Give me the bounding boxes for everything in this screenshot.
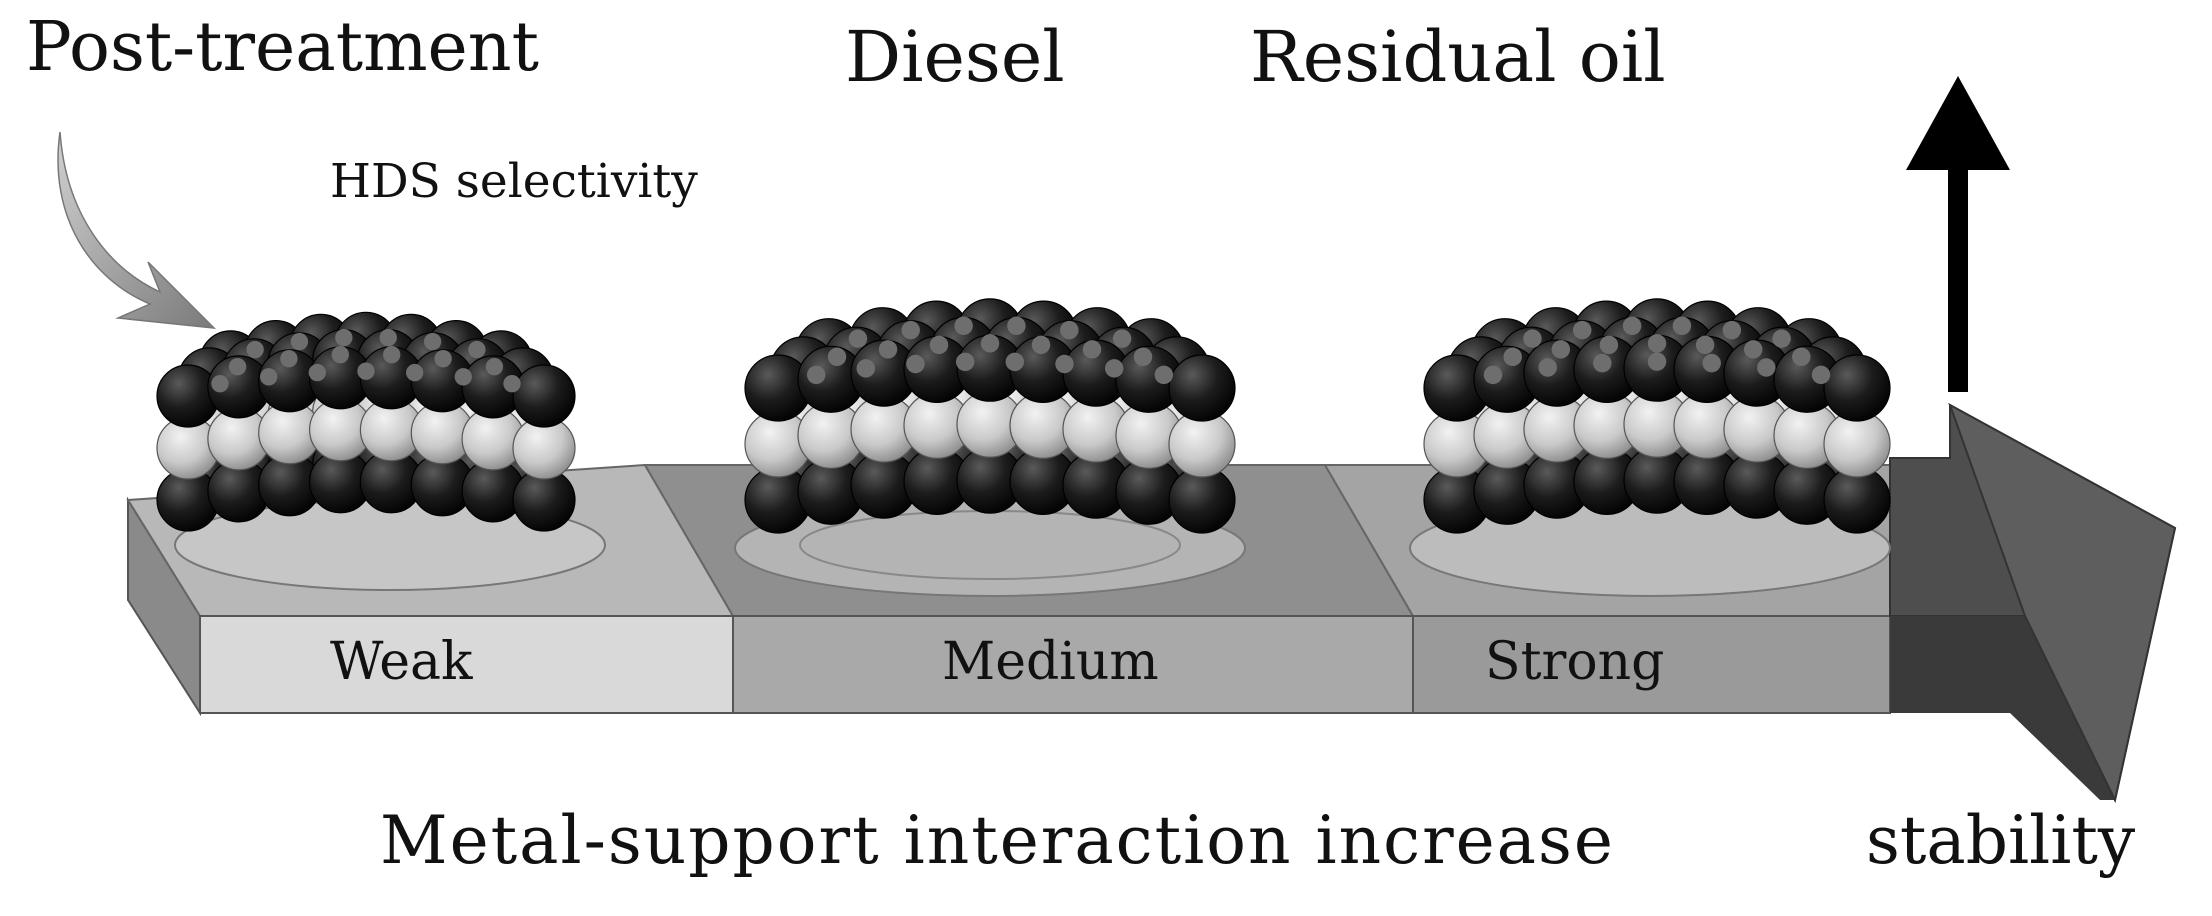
sub-layer-atom — [980, 334, 1000, 353]
sub-layer-atom — [1647, 334, 1667, 353]
sub-layer-atom — [1772, 329, 1791, 348]
sub-layer-atom — [1055, 354, 1074, 374]
sub-layer-atom — [906, 354, 925, 374]
sub-layer-atom — [423, 332, 442, 351]
sub-layer-atom — [468, 340, 486, 359]
strong-label: Strong — [1485, 632, 1665, 692]
sub-layer-atom — [485, 358, 504, 376]
stability-label: stability — [1866, 802, 2136, 879]
sub-layer-atom — [406, 363, 424, 382]
sub-layer-atom — [434, 350, 452, 368]
arrow-head-front — [1890, 616, 2115, 800]
sub-layer-atom — [290, 332, 309, 351]
sub-layer-atom — [1523, 329, 1542, 348]
sub-layer-atom — [1593, 353, 1612, 373]
sub-layer-atom — [1060, 320, 1079, 340]
sub-layer-atom — [1811, 365, 1831, 385]
sub-layer-atom — [1599, 335, 1619, 355]
sub-layer-atom — [1702, 353, 1721, 373]
sub-layer-atom — [1082, 340, 1102, 359]
sub-layer-atom — [1722, 320, 1742, 340]
sub-layer-atom — [901, 320, 920, 340]
sub-layer-atom — [503, 375, 521, 393]
sub-layer-atom — [1007, 316, 1026, 336]
sub-layer-atom — [379, 328, 397, 347]
residual-oil-label: Residual oil — [1250, 16, 1666, 98]
sub-layer-atom — [331, 346, 349, 364]
sub-layer-atom — [1695, 335, 1715, 355]
sub-layer-atom — [1483, 365, 1503, 385]
support-front-strong — [1412, 615, 1891, 714]
sub-layer-atom — [955, 352, 975, 372]
arrow-head-side — [1948, 402, 2177, 804]
sub-layer-atom — [856, 359, 876, 378]
sub-layer-atom — [1647, 352, 1667, 371]
sub-layer-atom — [878, 340, 898, 359]
sub-layer-atom — [1112, 329, 1132, 348]
dark-atom — [512, 364, 576, 428]
sub-layer-atom — [1572, 320, 1592, 340]
support-front-medium — [732, 615, 1414, 714]
sub-layer-atom — [1031, 335, 1051, 355]
sub-layer-atom — [1743, 340, 1763, 359]
sub-layer-atom — [1104, 359, 1124, 378]
metal-support-interaction-label: Metal-support interaction increase — [380, 802, 1615, 879]
sub-layer-atom — [454, 368, 472, 386]
sub-layer-atom — [1792, 347, 1811, 367]
sub-layer-atom — [1133, 347, 1153, 367]
sub-layer-atom — [1538, 358, 1557, 377]
sub-layer-atom — [211, 375, 229, 393]
medium-cluster — [744, 298, 1236, 534]
sub-layer-atom — [1154, 365, 1174, 385]
stability-up-arrow-icon — [1906, 76, 2010, 392]
sub-layer-atom — [1551, 340, 1571, 359]
hds-selectivity-label: HDS selectivity — [330, 154, 698, 209]
sub-layer-atom — [1672, 316, 1692, 336]
sub-layer-atom — [260, 368, 278, 386]
sub-layer-atom — [1757, 358, 1776, 377]
dark-atom — [1168, 354, 1236, 422]
diesel-label: Diesel — [845, 16, 1065, 98]
curved-arrow-icon — [57, 131, 217, 329]
sub-layer-atom — [228, 358, 247, 376]
sub-layer-atom — [280, 350, 298, 368]
post-treatment-label: Post-treatment — [26, 8, 539, 87]
sub-layer-atom — [929, 335, 949, 355]
sub-layer-atom — [383, 346, 401, 364]
sub-layer-atom — [335, 328, 353, 347]
sub-layer-atom — [1005, 352, 1025, 372]
sub-layer-atom — [1503, 347, 1522, 367]
sub-layer-atom — [848, 329, 868, 348]
medium-label: Medium — [942, 632, 1159, 692]
weak-label: Weak — [330, 632, 473, 692]
sub-layer-atom — [827, 347, 847, 367]
sub-layer-atom — [954, 316, 973, 336]
sub-layer-atom — [308, 363, 326, 382]
sub-layer-atom — [246, 340, 264, 359]
sub-layer-atom — [806, 365, 826, 385]
sub-layer-atom — [1622, 316, 1642, 336]
weak-cluster — [156, 311, 576, 532]
strong-cluster — [1423, 298, 1891, 534]
sub-layer-atom — [357, 362, 375, 380]
dark-atom — [1823, 354, 1891, 422]
